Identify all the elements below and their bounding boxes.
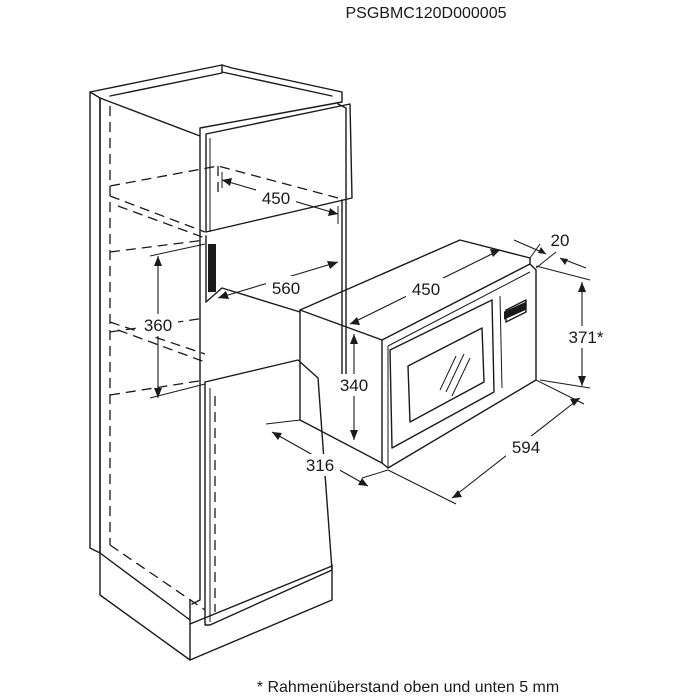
label-cabinet-360: 360 [144,316,172,335]
label-frame-371: 371* [569,328,604,347]
drawing-code: PSGBMC120D000005 [346,5,507,22]
cabinet-plinth [99,552,191,661]
lower-door [204,359,333,626]
upper-drawer-front [205,103,353,233]
label-appliance-340: 340 [340,376,368,395]
label-appliance-450: 450 [412,280,440,299]
cabinet-top-slab [89,64,343,137]
label-cabinet-450: 450 [262,189,290,208]
label-cabinet-560: 560 [272,279,300,298]
label-appliance-316: 316 [306,456,334,475]
dimension-labels: 450 560 360 450 340 316 20 371* 594 [138,186,608,476]
label-frame-20: 20 [551,231,570,250]
footnote: * Rahmenüberstand oben und unten 5 mm [257,679,559,696]
control-display [504,301,526,320]
microwave-door [389,299,495,449]
ventilation-strip [208,244,216,292]
cabinet-front-edge [191,135,201,605]
microwave-door-window [407,327,485,423]
hidden-lines [109,106,339,612]
cabinet-side-panel [99,97,191,621]
label-frame-594: 594 [512,438,540,457]
microwave-body-top [299,239,531,311]
microwave-appliance [299,239,537,469]
cabinet-left-post [89,91,101,554]
tall-cabinet [89,64,353,661]
